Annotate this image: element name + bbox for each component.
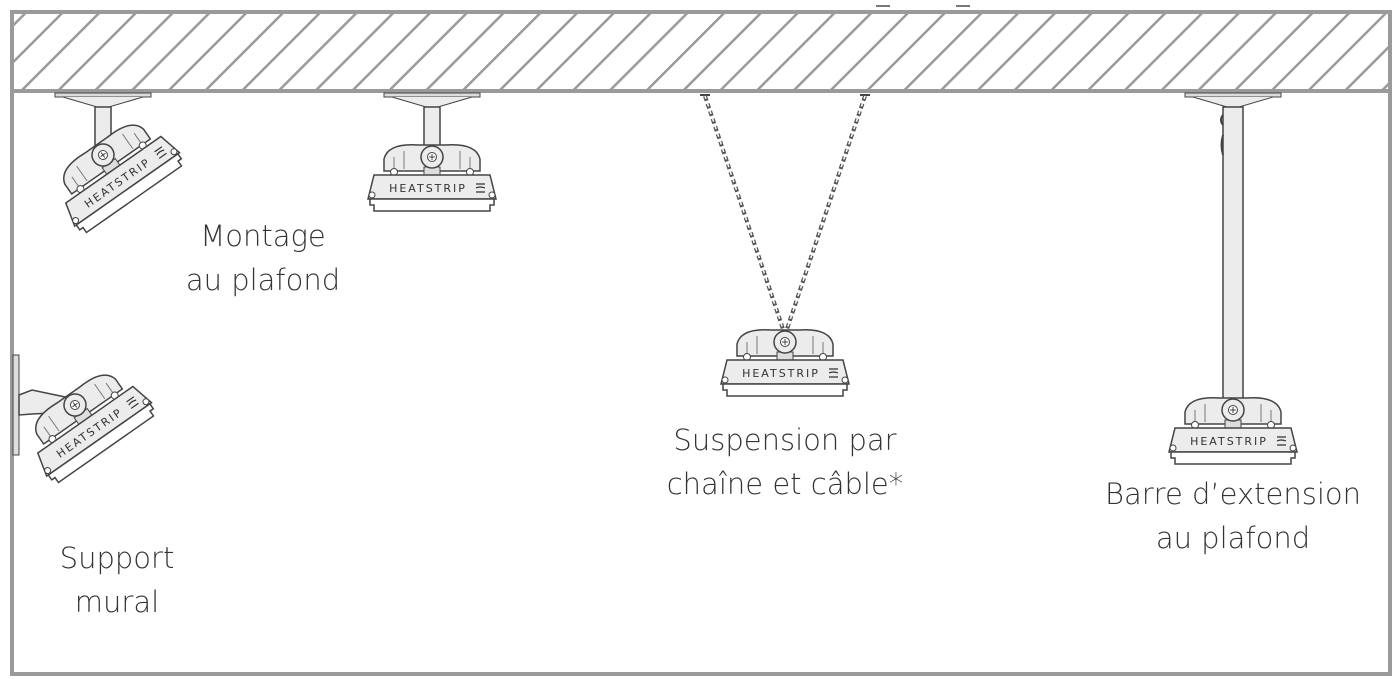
ceiling-hatch [12,12,1390,91]
label-chain-suspension: Suspension par chaîne et câble* [667,418,904,506]
label-wall-mount: Support mural [60,536,175,624]
label-line: au plafond [1155,521,1311,555]
frame [10,10,1392,676]
label-extension-pole: Barre d’extension au plafond [1105,472,1361,560]
wall-mount-heater: HEATSTRIP [12,354,160,487]
brand-logo-text: HEATSTRIP [389,182,467,195]
label-line: au plafond [185,263,341,297]
label-line: Montage [200,219,326,253]
label-line: Support [59,541,175,575]
brand-logo-text: HEATSTRIP [742,367,820,380]
label-line: Barre d’extension [1104,477,1362,511]
label-ceiling-mount: Montage au plafond [186,214,340,302]
label-line: Suspension par [673,423,897,457]
label-line: mural [74,585,160,619]
ceiling-heater: HEATSTRIP [367,92,497,212]
extension-pole-heater: HEATSTRIP [1168,92,1298,465]
label-line: chaîne et câble* [666,467,904,501]
brand-logo-text: HEATSTRIP [1190,435,1268,448]
chain-heater: HEATSTRIP [700,94,870,397]
tilted-ceiling-heater: HEATSTRIP [42,92,188,237]
